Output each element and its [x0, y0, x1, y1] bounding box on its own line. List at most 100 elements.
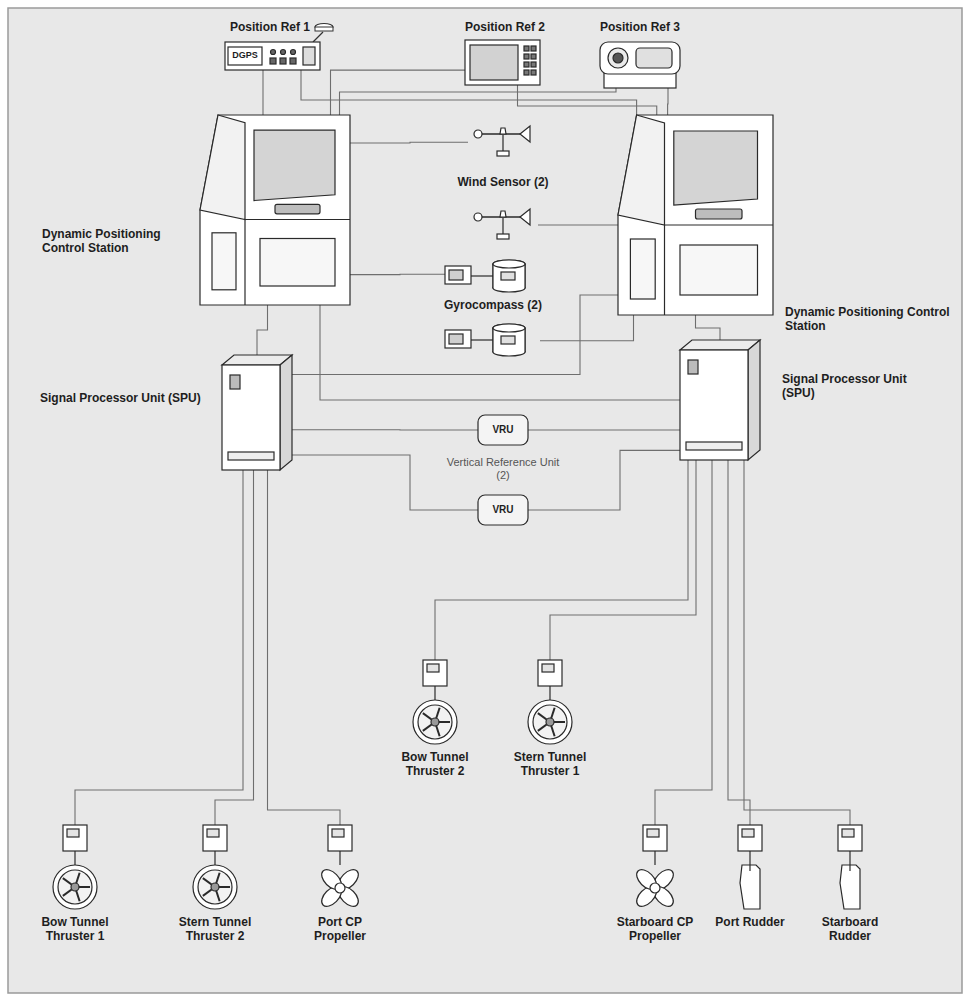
vane-tail: [520, 209, 530, 225]
controller-cable: [549, 686, 550, 700]
controller-display: [427, 664, 439, 672]
signal-cable: [744, 460, 850, 825]
signal-cable: [331, 70, 466, 115]
impeller-hub: [71, 883, 79, 891]
rudder-stock: [749, 865, 750, 871]
gyro-link: [471, 275, 493, 276]
signal-cable: [655, 460, 712, 825]
signal-cable: [320, 305, 680, 400]
signal-cable: [268, 470, 341, 825]
cabinet-side: [748, 340, 760, 460]
cabinet-badge: [230, 375, 240, 389]
console-keyboard: [696, 209, 743, 219]
gyro-side: [492, 264, 493, 288]
tunnel-symbol: [45, 825, 105, 910]
signal-cable: [350, 142, 468, 144]
gyro-label-plate: [501, 336, 515, 344]
console-corner: [244, 220, 245, 306]
signal-cable: [518, 85, 657, 115]
monitor-key: [531, 46, 536, 51]
prop-symbol: [625, 825, 685, 910]
actuator: Stern Tunnel Thruster 2: [185, 825, 245, 910]
gyro-top: [493, 260, 525, 268]
cup: [474, 213, 482, 221]
console-desk-edge: [665, 224, 774, 225]
dgps-key: [270, 58, 276, 64]
dgps-receiver: [225, 42, 320, 70]
vane-hub: [500, 128, 506, 134]
tunnel-bore: [58, 870, 92, 904]
tunnel-symbol: [185, 825, 245, 910]
controller-display: [207, 829, 219, 837]
prop-symbol: [310, 825, 370, 910]
cabinet-front: [680, 350, 748, 460]
node-label: Stern Tunnel Thruster 1: [504, 750, 596, 778]
propeller-blade: [318, 866, 345, 893]
tunnel-bore: [533, 705, 567, 739]
actuator-controller: [838, 825, 862, 851]
node-label: Starboard CP Propeller: [609, 915, 701, 943]
controller-display: [742, 829, 754, 837]
node-label: Port CP Propeller: [294, 915, 386, 943]
dgps-knob: [271, 50, 276, 55]
actuator-controller: [328, 825, 352, 851]
gyro-side: [524, 328, 525, 352]
signal-cable: [340, 88, 617, 115]
sensor-housing: [600, 42, 680, 74]
actuator: Port CP Propeller: [310, 825, 370, 910]
node-label: VRU: [478, 423, 528, 436]
monitor-symbol: [465, 40, 540, 85]
node-label: Starboard Rudder: [804, 915, 896, 943]
dgps-knob: [281, 50, 286, 55]
console-panel: [630, 239, 655, 299]
controller-cable: [434, 686, 435, 700]
node-label: Port Rudder: [704, 915, 796, 929]
rudder-symbol: [720, 825, 780, 910]
device-marking: DGPS: [228, 49, 262, 61]
signal-cable: [667, 88, 669, 115]
rudder-blade: [740, 865, 760, 909]
signal-cable: [292, 295, 618, 375]
tunnel-ring: [528, 700, 572, 744]
signal-cable: [550, 460, 696, 660]
signal-cable: [696, 315, 721, 340]
signal-processor: Signal Processor Unit (SPU): [680, 340, 760, 460]
monitor-key: [531, 54, 536, 59]
actuator-controller: [423, 660, 447, 686]
node-label: Position Ref 2: [455, 20, 555, 34]
dgps-knob: [291, 50, 296, 55]
console-desk-edge: [245, 219, 350, 220]
cup: [474, 130, 482, 138]
actuator: Starboard CP Propeller: [625, 825, 685, 910]
control-station: Dynamic Positioning Control Station: [618, 115, 773, 315]
controller-cable: [214, 851, 215, 865]
console-panel: [212, 233, 236, 290]
propeller-hub: [650, 883, 660, 893]
sensor-lens: [608, 48, 628, 68]
rudder-stock: [849, 865, 850, 871]
monitor-key: [524, 70, 529, 75]
vertical-reference: VRU: [478, 415, 528, 445]
gyro-top: [493, 324, 525, 332]
gyro-top: [493, 324, 525, 332]
signal-processor: Signal Processor Unit (SPU): [222, 355, 292, 470]
vru-housing: [478, 495, 528, 525]
camera-symbol: [600, 40, 680, 88]
actuator-controller: [63, 825, 87, 851]
signal-cable: [540, 315, 634, 341]
gyro-link: [471, 339, 493, 340]
console-symbol: [618, 115, 773, 315]
console-keyboard: [275, 204, 320, 214]
gyro-side: [492, 328, 493, 352]
signal-cable: [538, 224, 618, 225]
sensor-mast: [502, 218, 503, 236]
sensor-base: [497, 151, 509, 156]
cabinet-badge: [688, 360, 698, 374]
repeater-display: [449, 334, 463, 344]
monitor-key: [531, 70, 536, 75]
impeller-hub: [546, 718, 554, 726]
controller-display: [842, 829, 854, 837]
node-label: Signal Processor Unit (SPU): [40, 391, 205, 405]
actuator-controller: [643, 825, 667, 851]
node-label: Wind Sensor (2): [433, 175, 573, 189]
